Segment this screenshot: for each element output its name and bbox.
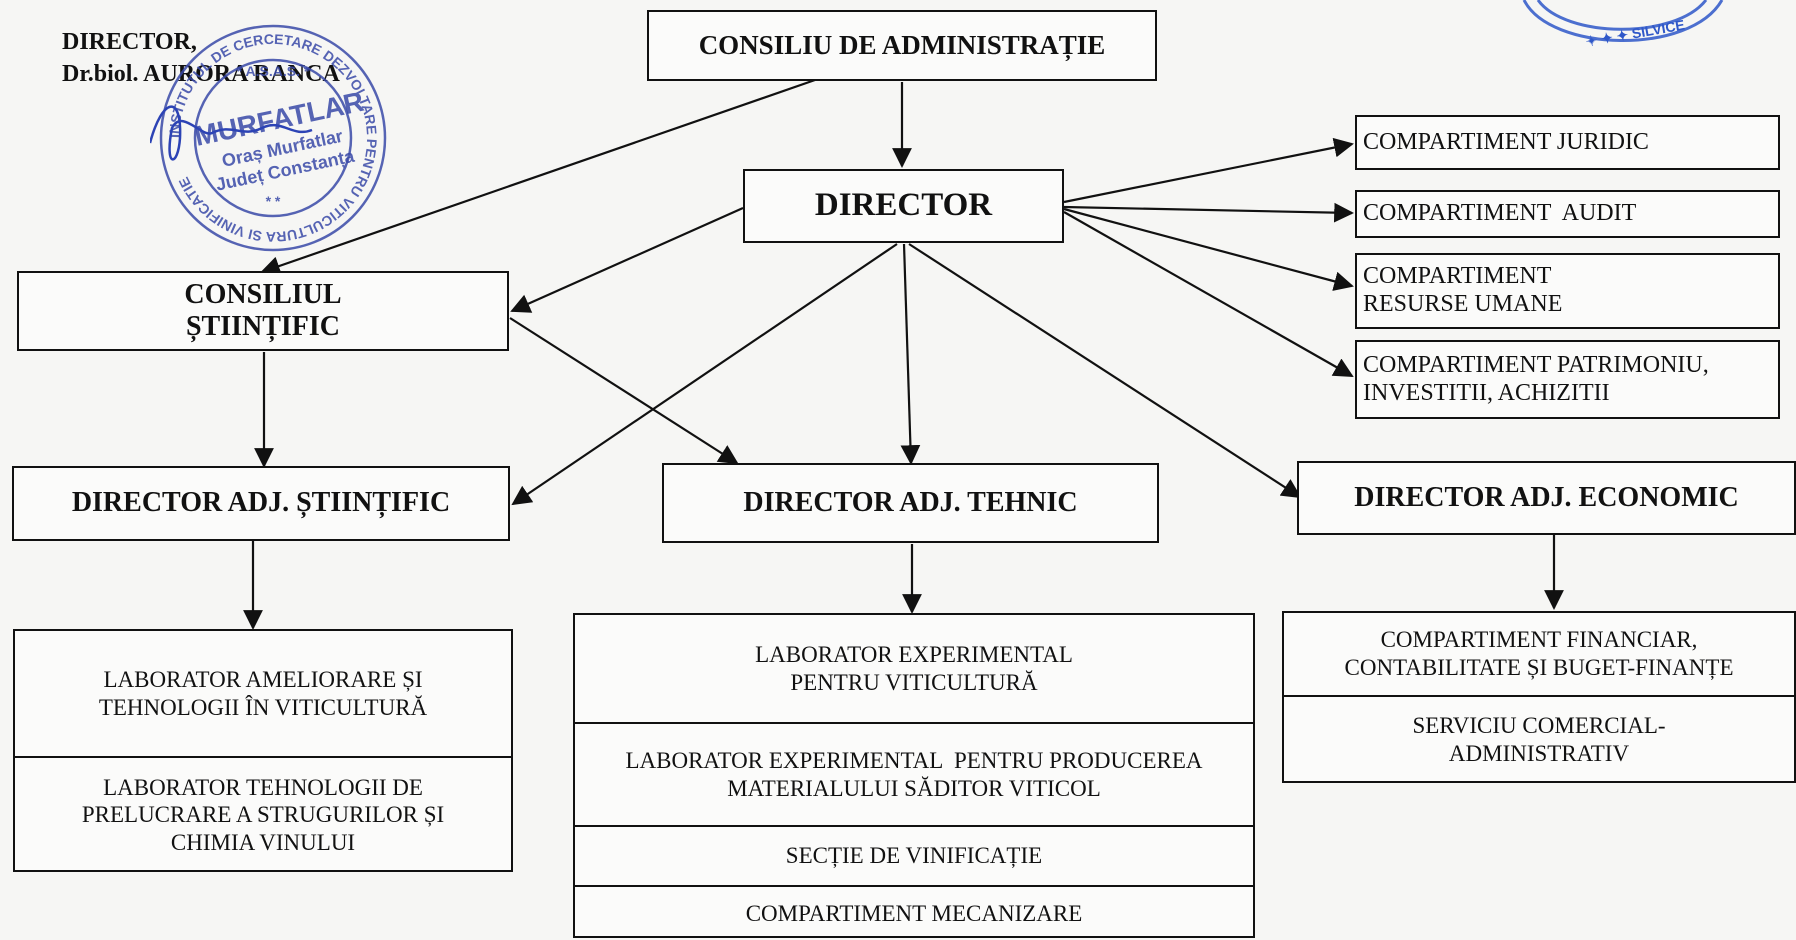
- institute-stamp: INSTITUTUL DE CERCETARE DEZVOLTARE PENTR…: [150, 24, 387, 252]
- edge-director-hr: [1063, 207, 1354, 291]
- economic-unit: SERVICIU COMERCIAL-ADMINISTRATIV: [1284, 695, 1794, 783]
- edge-director-deputy-technical: [900, 243, 921, 465]
- deputy-scientific-node: DIRECTOR ADJ. ȘTIINȚIFIC: [12, 466, 510, 541]
- deputy-technical-node: DIRECTOR ADJ. TEHNIC: [662, 463, 1159, 543]
- director-node: DIRECTOR: [743, 169, 1064, 243]
- edge-council-deputy-technical: [509, 317, 739, 465]
- edge-director-deputy-economic: [908, 243, 1302, 499]
- svg-text:* *: * *: [266, 193, 281, 209]
- economic-unit: COMPARTIMENT FINANCIAR, CONTABILITATE ȘI…: [1344, 627, 1734, 680]
- scientific-unit: LABORATOR AMELIORARE ȘI TEHNOLOGII ÎN VI…: [98, 666, 428, 720]
- director-signature-block: DIRECTOR, Dr.biol. AURORA RANCA: [62, 26, 340, 91]
- edge-director-deputy-scientific: [511, 243, 898, 506]
- technical-units-stack: LABORATOR EXPERIMENTAL PENTRU VITICULTUR…: [573, 613, 1255, 938]
- hr-compartment: COMPARTIMENT RESURSE UMANE: [1355, 253, 1780, 329]
- technical-unit: LABORATOR EXPERIMENTAL PENTRU PRODUCEREA…: [575, 722, 1253, 825]
- scientific-council-node: CONSILIUL ȘTIINȚIFIC: [17, 271, 509, 351]
- signature-name: Dr.biol. AURORA RANCA: [62, 61, 340, 88]
- edge-director-patrimony: [1063, 211, 1354, 377]
- technical-unit: SECȚIE DE VINIFICAȚIE: [575, 825, 1253, 885]
- legal-compartment: COMPARTIMENT JURIDIC: [1355, 115, 1780, 170]
- board-node: CONSILIU DE ADMINISTRAȚIE: [647, 10, 1157, 81]
- economic-units-stack: COMPARTIMENT FINANCIAR, CONTABILITATE ȘI…: [1282, 611, 1796, 783]
- scientific-unit: LABORATOR TEHNOLOGII DE PRELUCRARE A STR…: [15, 756, 511, 872]
- audit-compartment: COMPARTIMENT AUDIT: [1355, 190, 1780, 238]
- svg-text:✦ ✦ ✦ SILVICE: ✦ ✦ ✦ SILVICE: [1584, 16, 1686, 49]
- technical-unit: COMPARTIMENT MECANIZARE: [575, 885, 1253, 940]
- partial-stamp: ✦ ✦ ✦ SILVICE: [1522, 0, 1724, 50]
- svg-text:* A.S.A.S. *: * A.S.A.S. *: [237, 63, 310, 79]
- edge-director-scientific-council: [510, 206, 744, 313]
- technical-unit: LABORATOR EXPERIMENTAL PENTRU VITICULTUR…: [755, 641, 1085, 695]
- edge-director-legal: [1063, 137, 1354, 204]
- edge-director-audit: [1063, 202, 1354, 223]
- signature-title: DIRECTOR,: [62, 29, 197, 55]
- edge-board-scientific-council: [260, 78, 816, 276]
- deputy-economic-node: DIRECTOR ADJ. ECONOMIC: [1297, 461, 1796, 535]
- patrimony-compartment: COMPARTIMENT PATRIMONIU, INVESTITII, ACH…: [1355, 340, 1780, 419]
- scientific-units-stack: LABORATOR AMELIORARE ȘI TEHNOLOGII ÎN VI…: [13, 629, 513, 872]
